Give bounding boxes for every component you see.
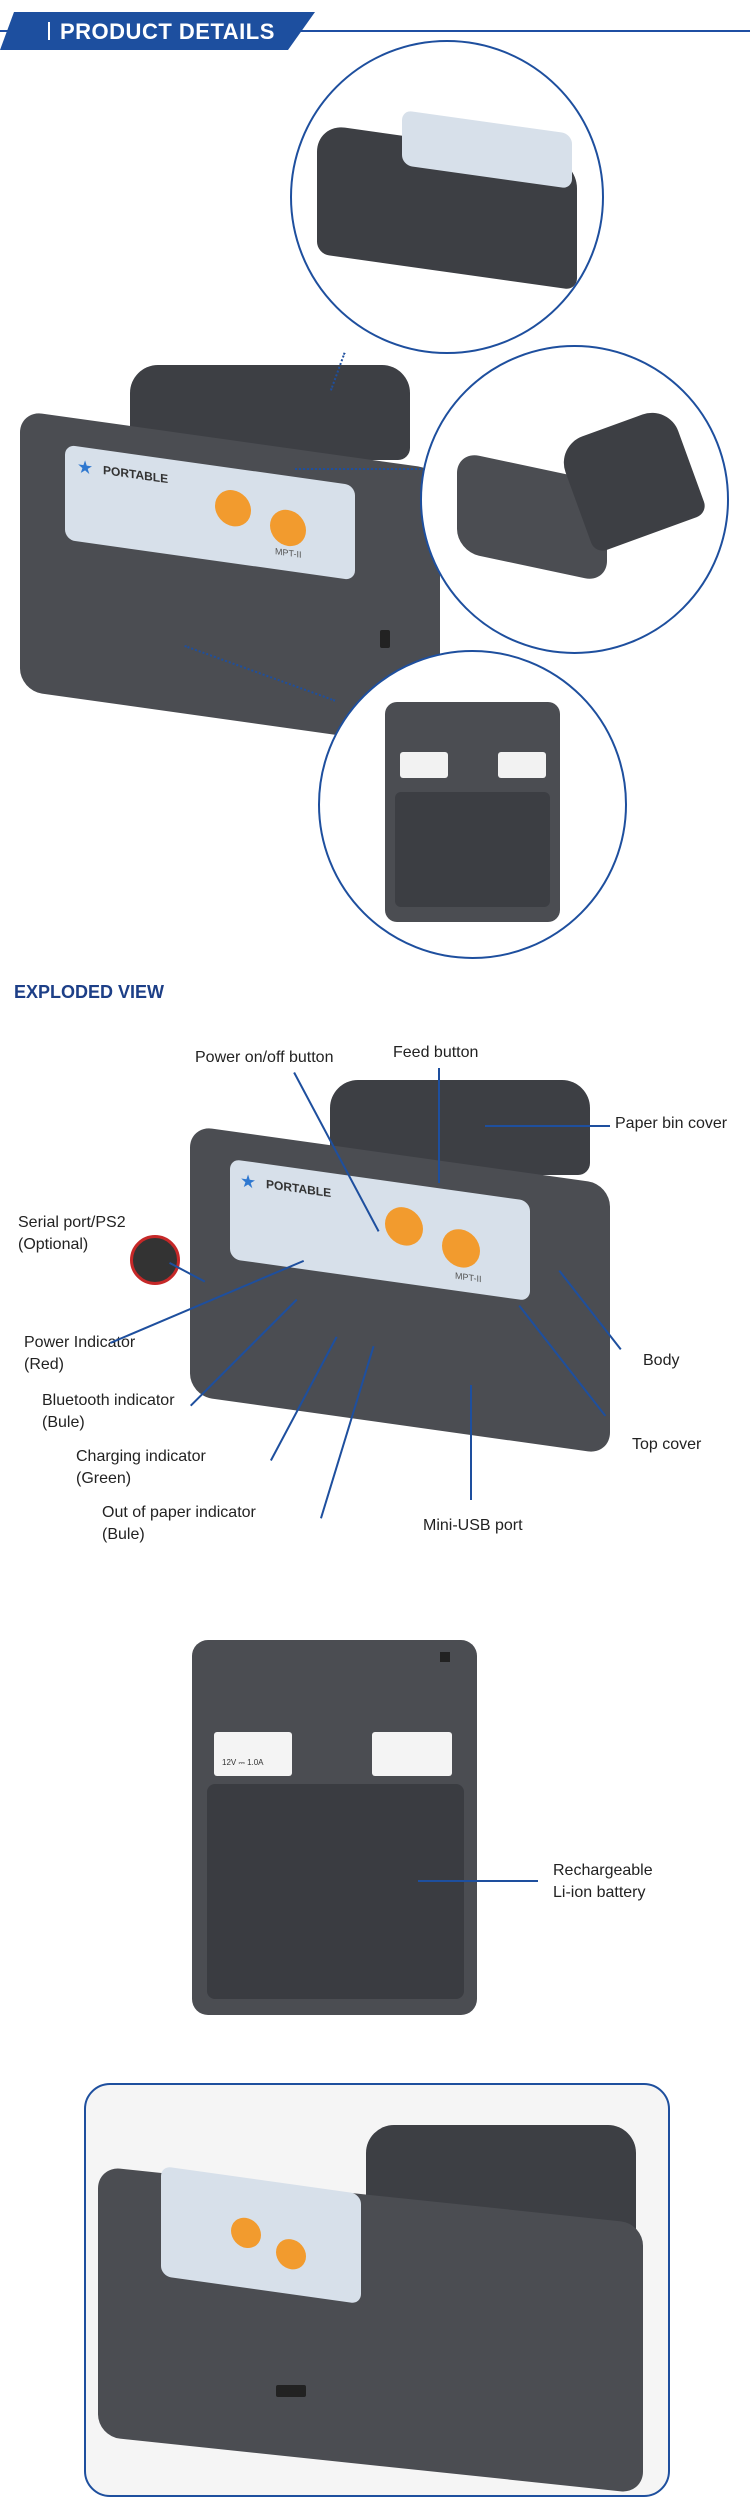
power-button-icon[interactable]	[215, 487, 251, 529]
exploded-panel-model: MPT-II	[455, 1270, 482, 1285]
bluetooth-icon: ★	[77, 456, 94, 479]
spec-sticker: 12V ⎓ 1.0A	[214, 1732, 292, 1776]
label-power-button: Power on/off button	[195, 1049, 334, 1066]
exploded-printer-image: ★ PORTABLE MPT-II	[190, 1080, 610, 1455]
connector-line-2	[295, 468, 425, 470]
detail-circle-top	[290, 40, 604, 354]
serial-port-icon	[130, 1235, 180, 1285]
label-power-indicator-sub: (Red)	[24, 1356, 65, 1373]
detail-back-label-2	[498, 752, 546, 778]
callout-feed-button	[438, 1068, 440, 1183]
label-top-cover: Top cover	[632, 1436, 702, 1453]
exploded-panel-brand: PORTABLE	[266, 1176, 332, 1201]
closeup-usb-port-icon	[276, 2385, 306, 2397]
exploded-power-button-icon[interactable]	[385, 1204, 423, 1249]
callout-paper-bin	[485, 1125, 610, 1127]
header-tab	[0, 12, 315, 50]
label-feed-button: Feed button	[393, 1044, 479, 1061]
callout-usb-port	[470, 1385, 472, 1500]
label-usb-port: Mini-USB port	[423, 1517, 523, 1534]
usb-port-icon	[380, 630, 390, 648]
battery-label-line2: Li-ion battery	[553, 1884, 646, 1901]
spec-text: 12V ⎓ 1.0A	[222, 1758, 264, 1767]
label-serial-port: Serial port/PS2	[18, 1214, 126, 1231]
callout-battery	[418, 1880, 538, 1882]
panel-brand: PORTABLE	[103, 462, 169, 487]
label-power-indicator: Power Indicator	[24, 1334, 136, 1351]
label-bluetooth-indicator-sub: (Bule)	[42, 1414, 85, 1431]
header-rule	[0, 30, 750, 32]
main-printer-image: ★ PORTABLE MPT-II	[20, 360, 440, 750]
label-paper-bin: Paper bin cover	[615, 1115, 728, 1132]
label-paper-indicator: Out of paper indicator	[102, 1504, 256, 1521]
exploded-bluetooth-icon: ★	[240, 1170, 257, 1193]
label-serial-optional: (Optional)	[18, 1236, 89, 1253]
label-bluetooth-indicator: Bluetooth indicator	[42, 1392, 175, 1409]
exploded-view-title: EXPLODED VIEW	[14, 982, 165, 1002]
closeup-feed-button-icon[interactable]	[276, 2237, 306, 2272]
closeup-frame	[84, 2083, 670, 2497]
header-tab-bar	[48, 22, 50, 40]
closeup-power-button-icon[interactable]	[231, 2215, 261, 2250]
warning-sticker	[372, 1732, 452, 1776]
detail-circle-open	[420, 345, 729, 654]
label-charging-indicator-sub: (Green)	[76, 1470, 132, 1487]
battery-cover	[207, 1784, 464, 1999]
exploded-feed-button-icon[interactable]	[442, 1226, 480, 1271]
back-printer-slot	[440, 1652, 450, 1662]
label-charging-indicator: Charging indicator	[76, 1448, 206, 1465]
label-paper-indicator-sub: (Bule)	[102, 1526, 145, 1543]
page-title: PRODUCT DETAILS	[60, 19, 275, 44]
detail-battery-cover	[395, 792, 550, 907]
battery-label-line1: Rechargeable	[553, 1862, 653, 1879]
label-body: Body	[643, 1352, 680, 1369]
detail-circle-back	[318, 650, 627, 959]
detail-back-label	[400, 752, 448, 778]
panel-model: MPT-II	[275, 546, 302, 560]
feed-button-icon[interactable]	[270, 507, 306, 549]
